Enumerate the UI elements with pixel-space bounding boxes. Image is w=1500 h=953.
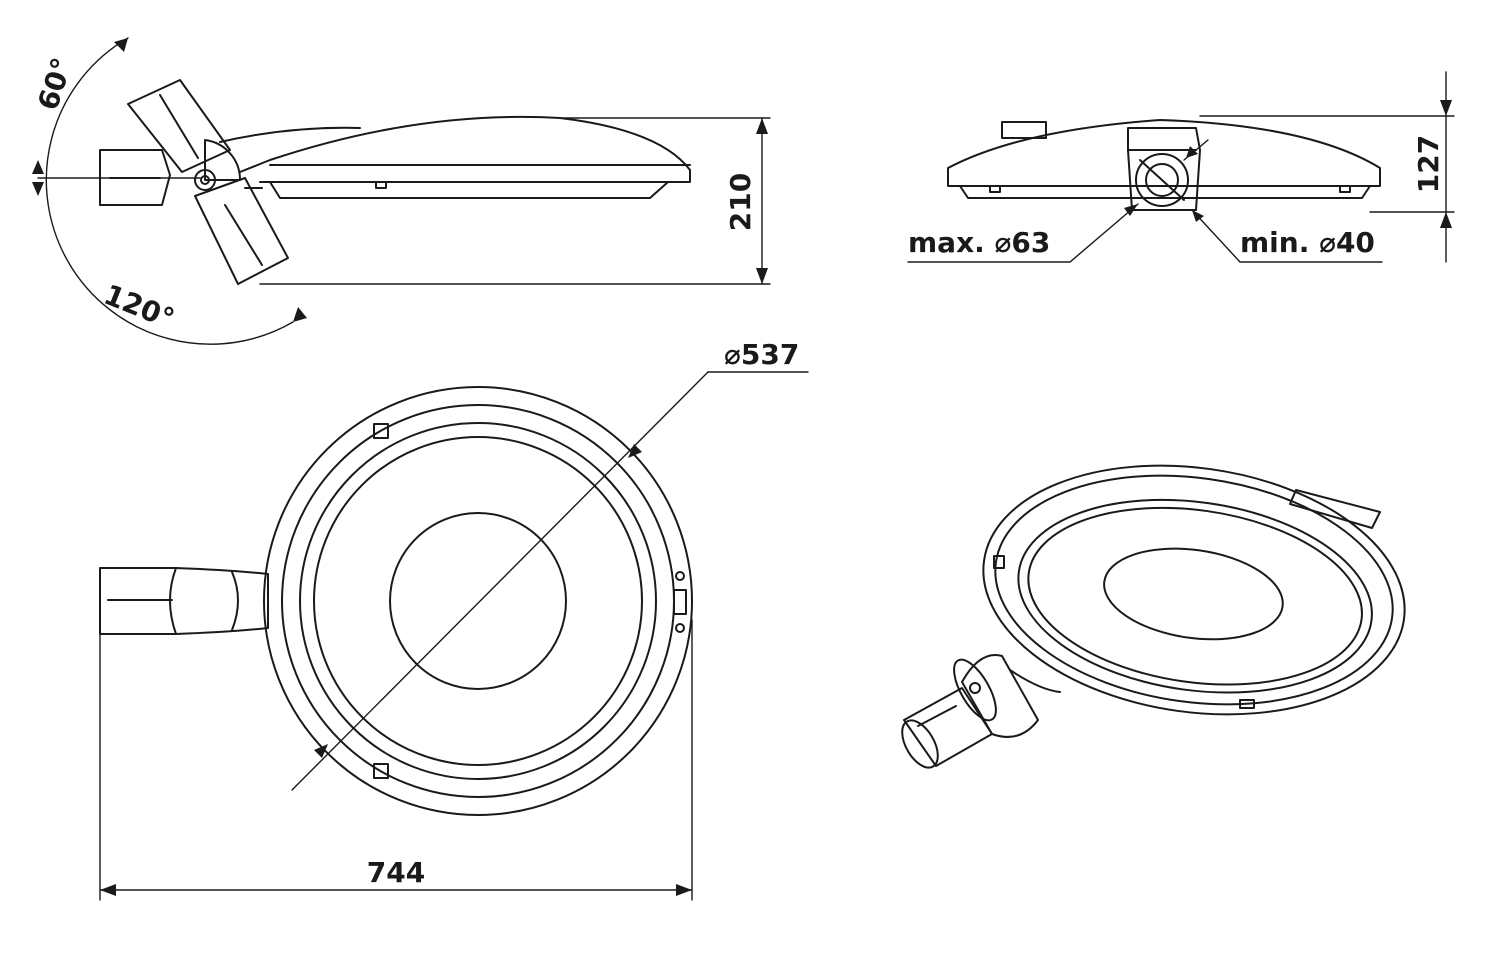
min-diameter-label: min. ⌀40 xyxy=(1240,226,1375,259)
side-height-label: 210 xyxy=(724,173,757,231)
max-diameter-label: max. ⌀63 xyxy=(908,226,1050,259)
front-height-label: 127 xyxy=(1412,135,1445,193)
top-view: ⌀537 744 xyxy=(99,338,809,901)
light-engine xyxy=(389,512,567,690)
side-view: 60° 120° 210 xyxy=(31,37,771,345)
overall-length-label: 744 xyxy=(367,856,425,889)
angle-120-label: 120° xyxy=(99,278,179,336)
angle-60-label: 60° xyxy=(31,54,79,115)
perspective-outer-ring xyxy=(982,464,1406,716)
outer-ring xyxy=(263,386,693,816)
lens-diameter-label: ⌀537 xyxy=(724,338,799,371)
front-view: max. ⌀63 min. ⌀40 127 xyxy=(907,71,1455,263)
perspective-view xyxy=(901,464,1406,769)
pole-entry xyxy=(1135,153,1189,207)
perspective-light-engine xyxy=(1103,547,1284,641)
tilt-angle-arc xyxy=(45,37,294,345)
